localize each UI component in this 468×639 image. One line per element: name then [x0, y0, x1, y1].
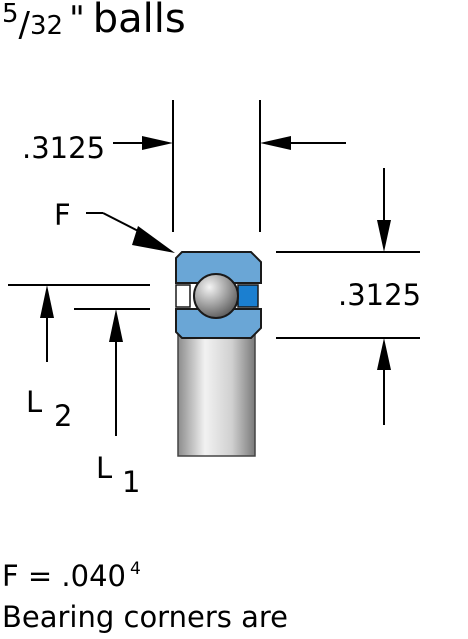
l2-arrow-head	[40, 285, 54, 318]
width-arrow-left-head	[142, 136, 173, 150]
shield	[177, 333, 256, 457]
width-dimension: .3125	[22, 100, 346, 232]
fillet-note-superscript: 4	[130, 559, 141, 579]
fillet-label: F	[54, 198, 71, 232]
separator-right	[237, 284, 259, 308]
l1-letter: L	[96, 451, 112, 485]
fillet-callout: F	[54, 198, 175, 253]
title-fraction-denominator: 32	[30, 11, 63, 41]
outer-race	[175, 251, 262, 284]
separator-left	[175, 284, 191, 308]
bearing-section	[175, 251, 262, 457]
title-text: balls	[93, 0, 186, 42]
title-fraction-numerator: 5	[2, 0, 19, 29]
corners-note: Bearing corners are	[2, 600, 288, 634]
l2-letter: L	[26, 385, 42, 419]
ball	[193, 273, 239, 319]
l1-arrow-head	[109, 309, 123, 342]
height-value: .3125	[338, 278, 421, 312]
fillet-arrow-head	[132, 226, 175, 253]
l1-subscript: 1	[122, 465, 140, 499]
l2-subscript: 2	[54, 399, 72, 433]
width-arrow-right-head	[260, 136, 291, 150]
height-arrow-top-head	[377, 220, 391, 252]
title-fraction-slash: /	[19, 5, 31, 45]
inner-race	[175, 308, 262, 339]
title: 5/32"balls	[2, 0, 186, 45]
height-arrow-bottom-head	[377, 338, 391, 370]
height-dimension: .3125	[276, 168, 421, 425]
fillet-note-text: F = .040	[2, 559, 126, 593]
title-inch-mark: "	[69, 0, 85, 39]
width-value: .3125	[22, 131, 105, 165]
